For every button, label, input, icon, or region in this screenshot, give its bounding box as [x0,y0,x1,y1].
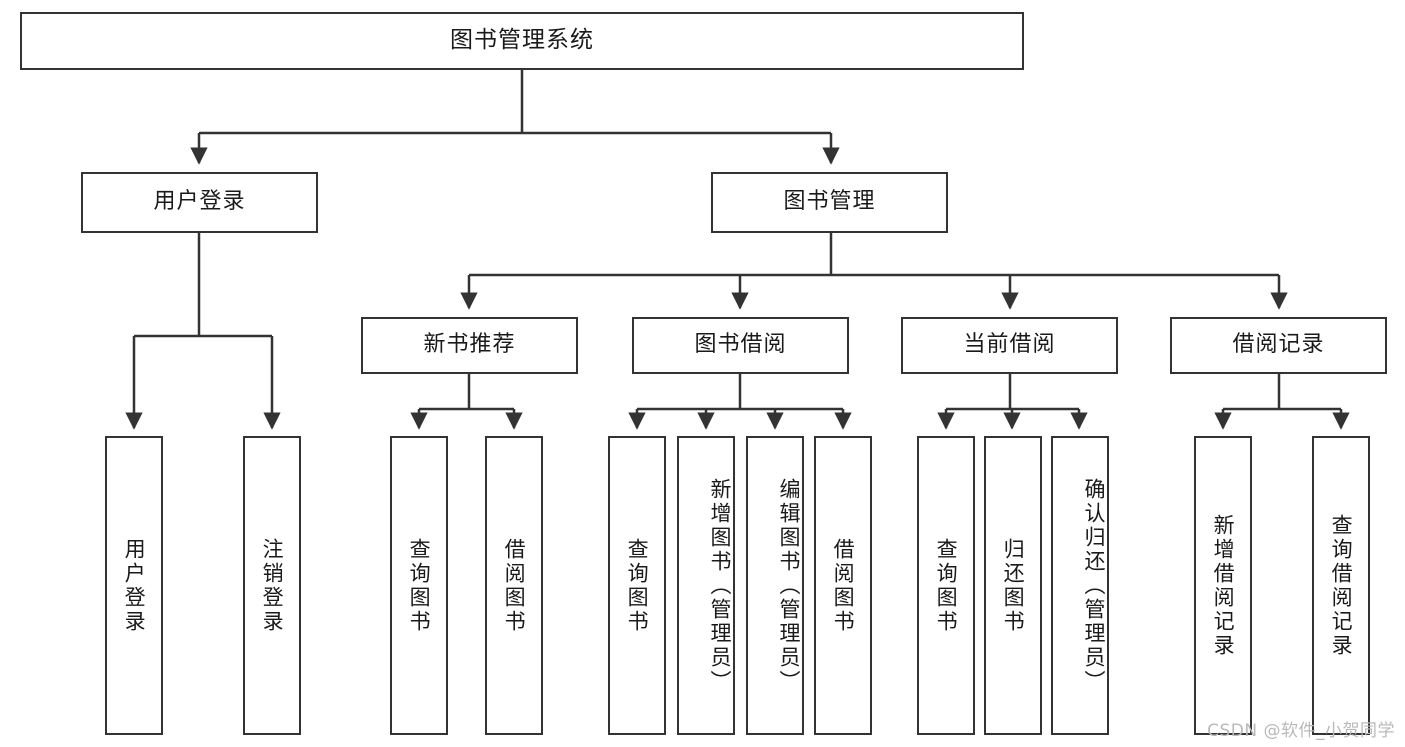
node-label: 注销登录 [260,537,285,634]
leaf-book-borrow-borrow-books[interactable]: 借阅图书 [814,436,872,735]
node-book-management[interactable]: 图书管理 [711,172,948,233]
node-label: 当前借阅 [963,332,1056,358]
watermark-text: CSDN @软件_小贺同学 [1207,721,1395,741]
node-label: 查询图书 [625,537,650,634]
node-label: 借阅记录 [1232,332,1325,358]
node-root-book-management-system[interactable]: 图书管理系统 [20,12,1024,70]
node-borrow-record[interactable]: 借阅记录 [1170,317,1387,374]
node-label: 用户登录 [153,189,246,215]
leaf-new-book-borrow-books[interactable]: 借阅图书 [485,436,543,735]
leaf-book-borrow-edit-book-admin[interactable]: 编辑图书（管理员） [746,436,804,735]
leaf-current-borrow-return-books[interactable]: 归还图书 [984,436,1042,735]
node-label: 借阅图书 [502,537,527,634]
node-label: 归还图书 [1001,537,1026,634]
node-new-book-recommend[interactable]: 新书推荐 [361,317,578,374]
node-label: 编辑图书（管理员） [777,477,801,694]
node-label: 图书借阅 [694,332,787,358]
node-label: 查询图书 [934,537,959,634]
node-book-borrow[interactable]: 图书借阅 [632,317,849,374]
node-label: 图书管理 [783,189,876,215]
node-label: 确认归还（管理员） [1082,477,1106,694]
leaf-book-borrow-add-book-admin[interactable]: 新增图书（管理员） [677,436,735,735]
leaf-book-borrow-query-books[interactable]: 查询图书 [608,436,666,735]
leaf-borrow-record-query-record[interactable]: 查询借阅记录 [1312,436,1370,735]
leaf-new-book-query-books[interactable]: 查询图书 [390,436,448,735]
leaf-current-borrow-query-books[interactable]: 查询图书 [917,436,975,735]
leaf-user-login-signout[interactable]: 注销登录 [243,436,301,735]
node-label: 新增图书（管理员） [708,477,732,694]
node-label: 查询借阅记录 [1329,513,1354,658]
node-label: 图书管理系统 [450,27,594,54]
node-label: 查询图书 [407,537,432,634]
node-label: 新书推荐 [423,332,516,358]
leaf-user-login-signin[interactable]: 用户登录 [105,436,163,735]
leaf-current-borrow-confirm-return-admin[interactable]: 确认归还（管理员） [1051,436,1109,735]
node-label: 借阅图书 [831,537,856,634]
node-label: 新增借阅记录 [1211,513,1236,658]
node-label: 用户登录 [122,537,147,634]
node-current-borrow[interactable]: 当前借阅 [901,317,1118,374]
leaf-borrow-record-add-record[interactable]: 新增借阅记录 [1194,436,1252,735]
node-user-login[interactable]: 用户登录 [81,172,318,233]
